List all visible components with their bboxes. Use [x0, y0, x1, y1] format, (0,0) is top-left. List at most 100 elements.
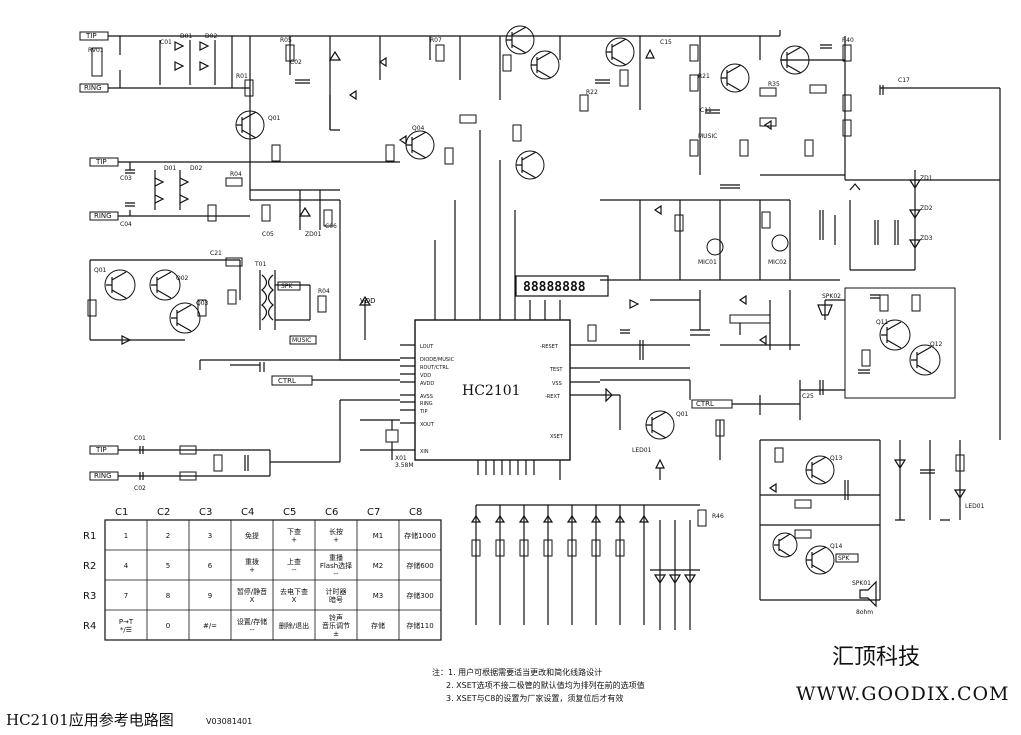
- svg-text:C05: C05: [262, 231, 274, 238]
- svg-text:XOUT: XOUT: [420, 422, 435, 428]
- keypad-cell: 存储300: [406, 591, 433, 600]
- keypad-col-header: C2: [157, 507, 170, 518]
- svg-text:ROUT/CTRL: ROUT/CTRL: [420, 365, 449, 371]
- keypad-col-header: C8: [409, 507, 422, 518]
- svg-text:R05: R05: [280, 37, 292, 44]
- chip-right-components: Q01 CTRL LED01: [587, 290, 801, 480]
- svg-text:C11: C11: [700, 107, 712, 114]
- keypad-col-header: C6: [325, 507, 338, 518]
- keypad-cell: 6: [208, 562, 213, 570]
- chip-hc2101: HC2101 LOUT DIODE/MUSIC ROUT/CTRL VDD AV…: [400, 130, 600, 480]
- svg-text:MUSIC: MUSIC: [698, 133, 717, 140]
- tip-label-3: TIP: [95, 446, 107, 454]
- transistor-q09: [720, 63, 750, 93]
- keypad-cell: 免提: [245, 531, 259, 540]
- svg-text:LOUT: LOUT: [420, 344, 434, 350]
- svg-text:LED01: LED01: [632, 447, 652, 454]
- transistor-q05: [505, 25, 535, 55]
- keypad-cell: 9: [208, 592, 212, 600]
- svg-text:Q01: Q01: [676, 411, 689, 418]
- svg-text:TEST: TEST: [549, 367, 563, 373]
- svg-text:C01: C01: [160, 39, 172, 46]
- svg-text:R40: R40: [842, 37, 854, 44]
- keypad-col-header: C5: [283, 507, 296, 518]
- keypad-cell: 存储600: [406, 561, 433, 570]
- keypad-col-header: C7: [367, 507, 380, 518]
- lcd-display: 88888888: [515, 275, 609, 297]
- svg-text:Q02: Q02: [176, 275, 189, 282]
- tip-label-2: TIP: [95, 158, 107, 166]
- svg-text:3.58M: 3.58M: [395, 462, 414, 469]
- svg-text:C17: C17: [898, 77, 910, 84]
- svg-text:DIODE/MUSIC: DIODE/MUSIC: [420, 357, 455, 363]
- svg-text:LED01: LED01: [965, 503, 985, 510]
- keypad-col-header: C4: [241, 507, 254, 518]
- keypad-row-header: R3: [83, 591, 96, 602]
- keypad-row-header: R1: [83, 531, 96, 542]
- vdd-label-1: VDD: [360, 297, 376, 305]
- svg-text:Q11: Q11: [876, 319, 889, 326]
- svg-text:MIC01: MIC01: [698, 259, 717, 266]
- diagram-title: HC2101应用参考电路图: [6, 711, 174, 729]
- keypad-row-header: R4: [83, 621, 96, 632]
- keypad-cell: 设置/存储--: [237, 617, 267, 634]
- spk-label-1: SPK: [281, 283, 293, 290]
- xset-switch-row: R46: [470, 504, 724, 630]
- svg-text:ZD2: ZD2: [920, 205, 933, 212]
- svg-text:Q12: Q12: [930, 341, 943, 348]
- keypad-cell: 0: [166, 622, 170, 630]
- svg-text:VSS: VSS: [552, 381, 562, 387]
- ring-label-1: RING: [84, 84, 102, 92]
- music-label-1: MUSIC: [292, 337, 311, 344]
- keypad-cell: M3: [373, 592, 384, 600]
- spk-label-2: SPK: [838, 555, 850, 562]
- transistor-q07: [515, 150, 545, 180]
- chip-name: HC2101: [462, 383, 521, 399]
- tip-label-1: TIP: [85, 32, 97, 40]
- website-url: WWW.GOODIX.COM: [796, 683, 1010, 705]
- svg-text:ZD1: ZD1: [920, 175, 933, 182]
- svg-text:XIN: XIN: [420, 449, 429, 455]
- svg-text:-RESET: -RESET: [540, 344, 559, 350]
- svg-text:R22: R22: [586, 89, 598, 96]
- design-notes: 注：1. 用户可根据需要适当更改和简化线路设计 2. XSET选项不接二极管的默…: [432, 667, 645, 703]
- svg-text:AVSS: AVSS: [420, 394, 433, 400]
- svg-text:-REXT: -REXT: [545, 394, 561, 400]
- svg-text:C21: C21: [210, 250, 222, 257]
- svg-text:RING: RING: [420, 401, 433, 407]
- keypad-cell: 3: [208, 532, 212, 540]
- transistor-q04: Q04: [405, 125, 435, 160]
- svg-text:D01: D01: [164, 165, 176, 172]
- ring-label-2: RING: [94, 212, 112, 220]
- keypad-cell: 删除/退出: [279, 621, 309, 630]
- svg-text:ZD3: ZD3: [920, 235, 933, 242]
- brand-name: 汇顶科技: [832, 645, 920, 670]
- svg-text:D02: D02: [205, 33, 217, 40]
- ring-label-3: RING: [94, 472, 112, 480]
- svg-text:D01: D01: [180, 33, 192, 40]
- ctrl-label-2: CTRL: [696, 400, 714, 408]
- keypad-cell: P→T*/☰: [119, 618, 134, 634]
- lcd-digits: 88888888: [523, 280, 586, 295]
- svg-text:SPK02: SPK02: [822, 293, 841, 300]
- keypad-cell: 7: [124, 592, 128, 600]
- keypad-col-header: C3: [199, 507, 212, 518]
- transistor-q08: [605, 37, 635, 67]
- svg-text:R21: R21: [698, 73, 710, 80]
- keypad-cell: M1: [373, 532, 384, 540]
- keypad-cell: 铃声音乐调节±: [322, 613, 350, 638]
- keypad-cell: 计时器暗号: [326, 587, 347, 604]
- keypad-cell: 长按+: [329, 527, 343, 544]
- note-1: 注：1. 用户可根据需要适当更改和简化线路设计: [432, 667, 602, 677]
- transistor-q06: [530, 50, 560, 80]
- keypad-cell: 上查--: [287, 557, 301, 574]
- keypad-cell: 1: [124, 532, 128, 540]
